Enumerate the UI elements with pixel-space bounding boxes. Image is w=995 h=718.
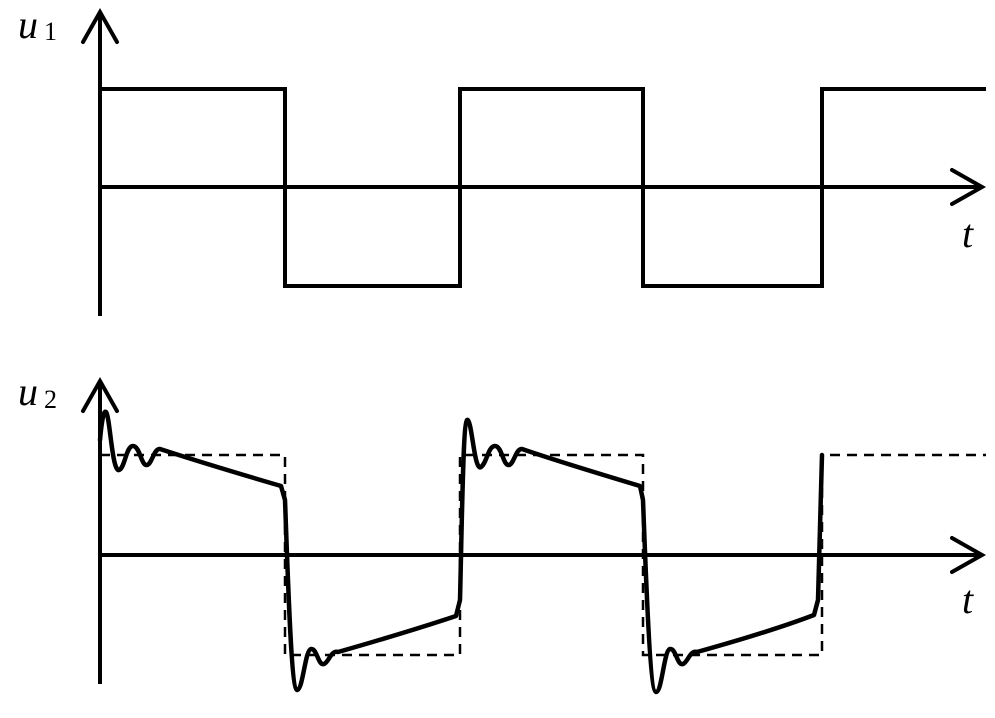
top-x-arrow [950,168,987,206]
bottom-y-arrow [81,376,119,413]
reference-square-wave-dashed [100,453,986,657]
bottom-x-arrow [950,536,987,574]
top-y-label: u [18,2,38,47]
output-distorted-wave [97,409,825,695]
bottom-x-label: t [962,577,974,622]
bottom-y-label-subscript: 2 [44,385,57,414]
top-y-arrow [81,7,119,44]
top-y-label-subscript: 1 [44,17,57,46]
input-square-wave [100,87,986,288]
bottom-y-label: u [18,369,38,414]
top-panel: u 1 t [18,2,987,316]
bottom-panel: u 2 t [18,369,987,695]
top-x-label: t [962,211,974,256]
